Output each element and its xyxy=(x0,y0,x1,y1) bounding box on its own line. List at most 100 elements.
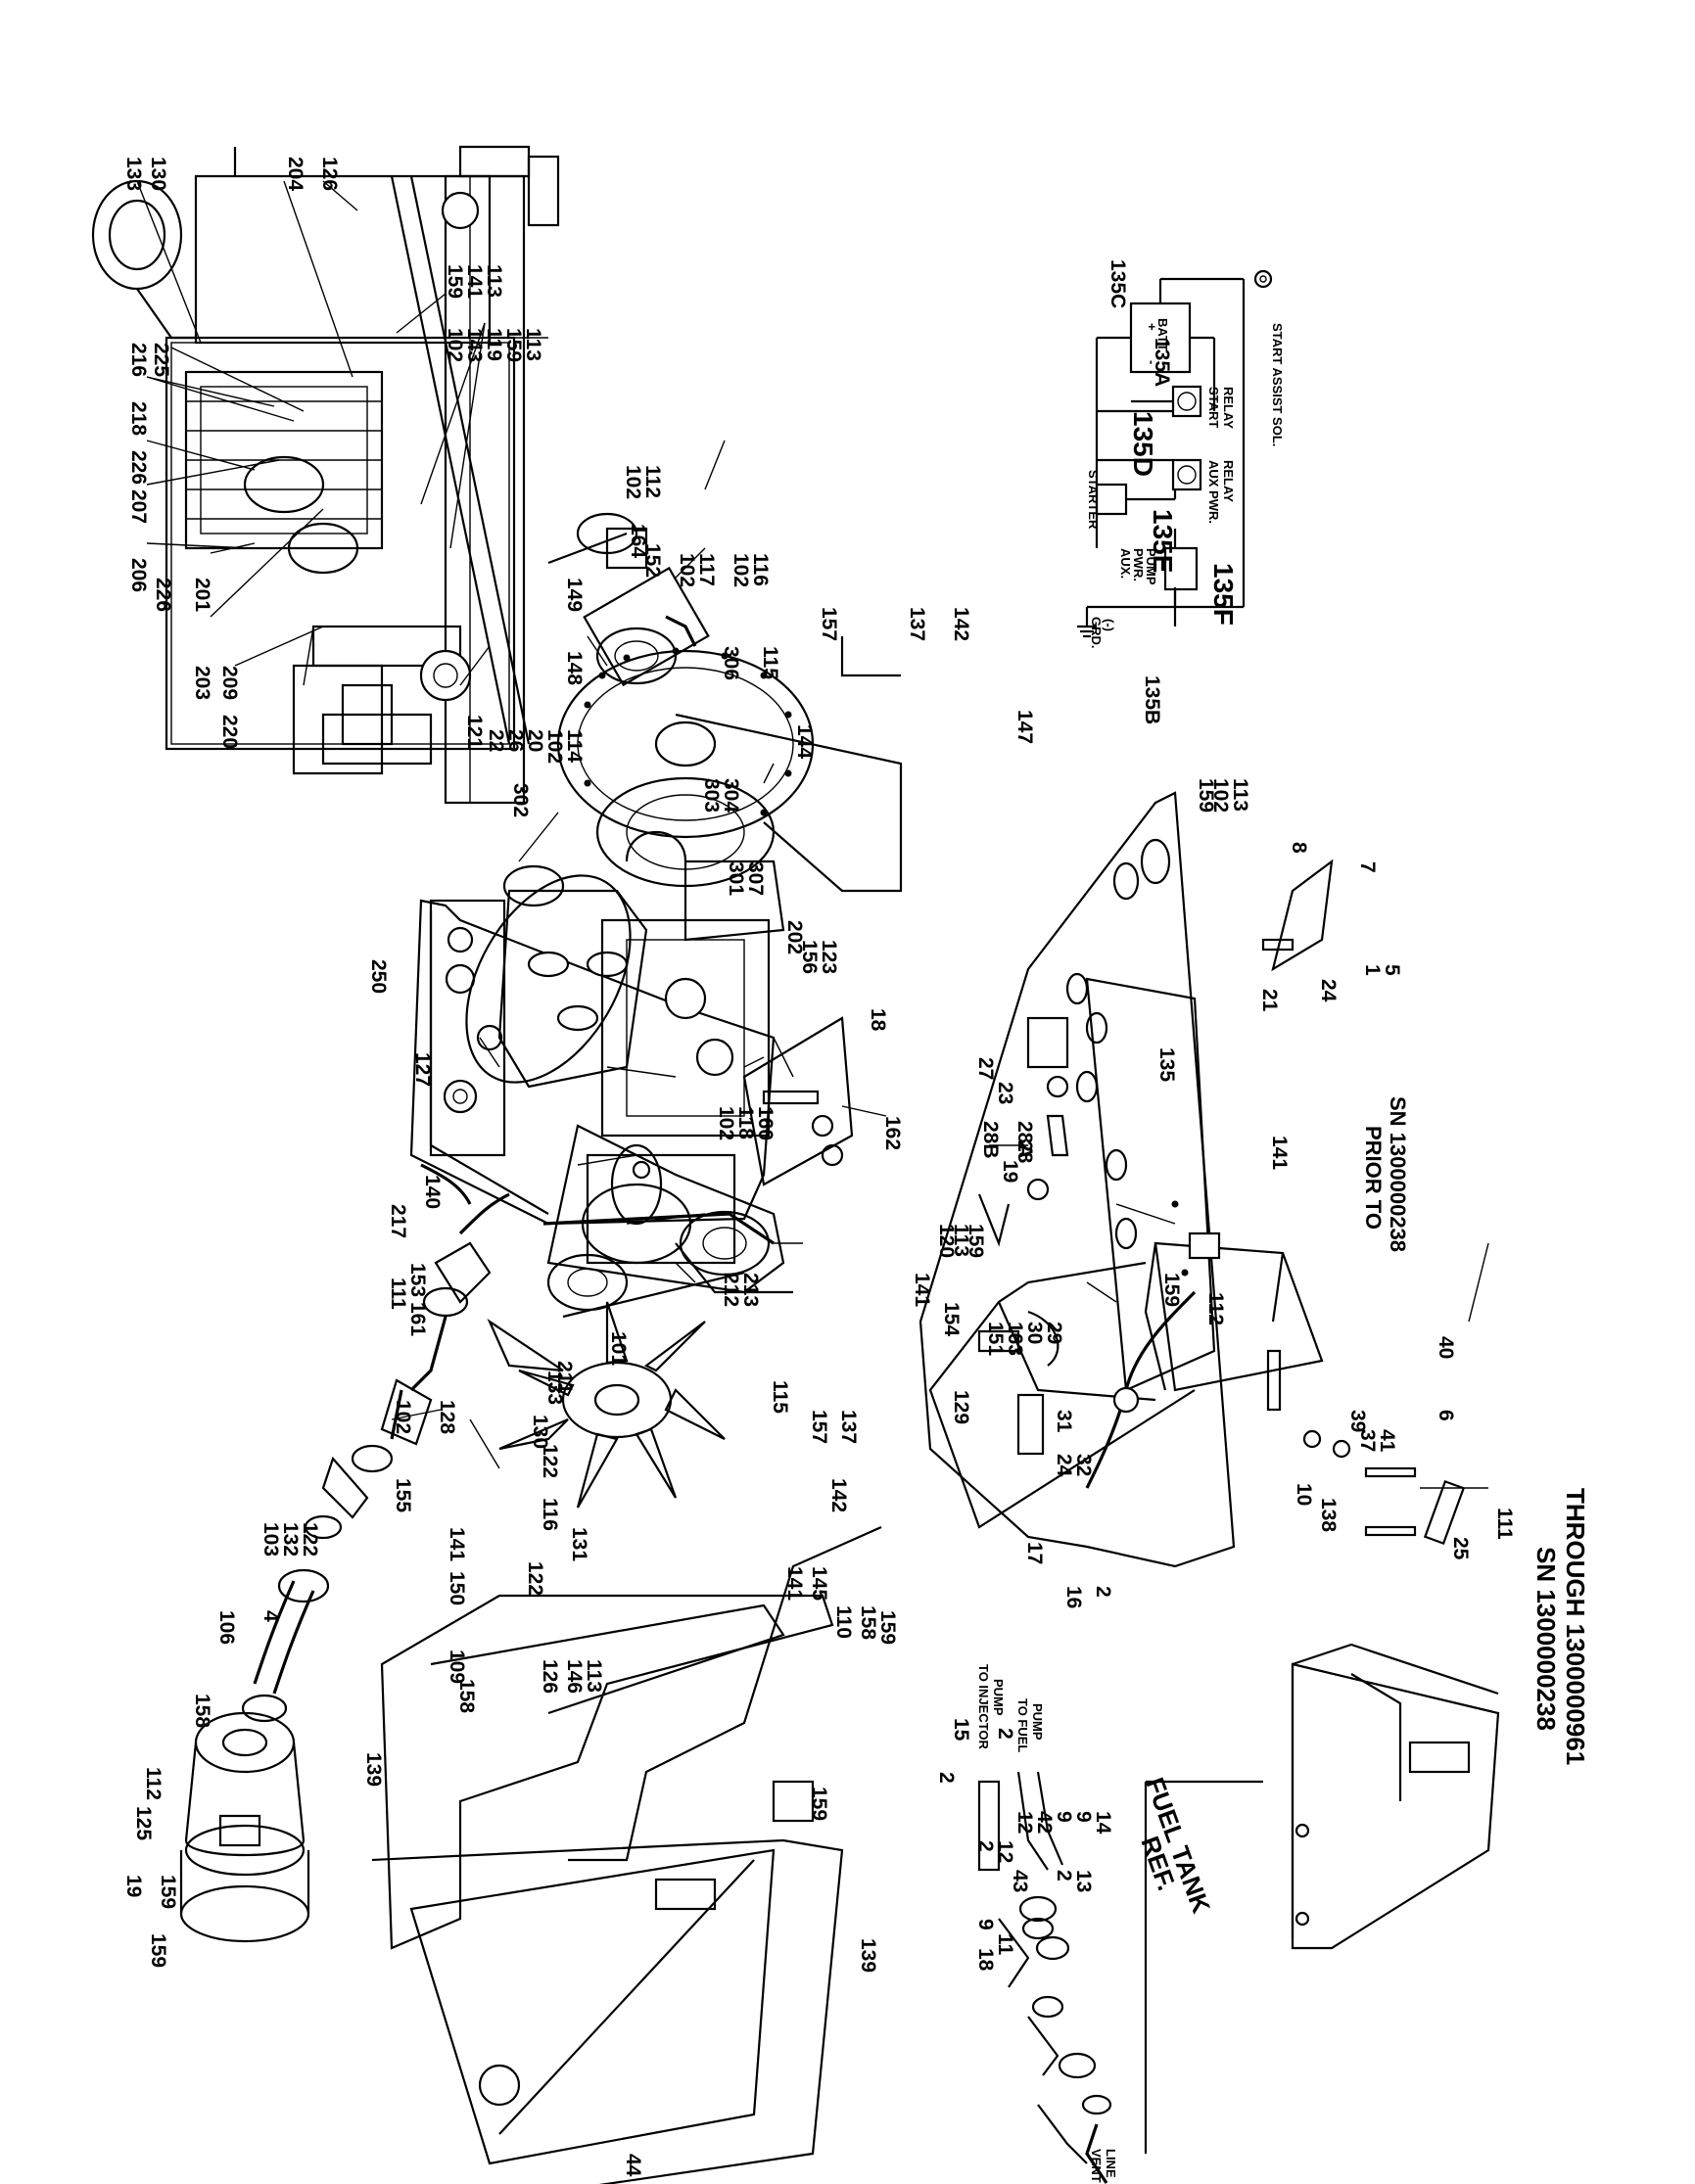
aux-relay-label-1: AUX PWR. xyxy=(1206,460,1221,524)
callout-148: 148 xyxy=(563,651,586,685)
callout-111: 111 xyxy=(1493,1508,1516,1540)
callout-109: 109 xyxy=(446,1650,468,1684)
wiring-schematic xyxy=(1077,269,1273,638)
battery-box-sn-range xyxy=(1291,1643,1500,1950)
grd-label-1: GRD. xyxy=(1089,617,1104,649)
callout-39: 39 xyxy=(1346,1410,1369,1432)
callout-135E: 135E xyxy=(1148,509,1178,573)
callout-133: 133 xyxy=(543,1371,566,1405)
callout-135: 135 xyxy=(1155,1047,1178,1082)
callout-159: 159 xyxy=(147,1933,169,1968)
callout-141: 141 xyxy=(783,1566,806,1601)
callout-211: 211 xyxy=(553,1361,576,1394)
callout-leaders xyxy=(391,440,1489,1489)
engine-mount-plate xyxy=(918,791,1236,1568)
callout-131: 131 xyxy=(568,1527,590,1561)
flywheel-housing xyxy=(556,647,815,888)
callout-162: 162 xyxy=(881,1116,904,1150)
callout-20: 20 xyxy=(524,729,546,752)
callout-18: 18 xyxy=(867,1008,889,1032)
callout-128: 128 xyxy=(436,1400,458,1434)
callout-116: 116 xyxy=(749,553,772,586)
callout-114: 114 xyxy=(563,729,586,763)
callout-143: 143 xyxy=(463,328,486,362)
callout-27: 27 xyxy=(974,1057,997,1080)
callout-17: 17 xyxy=(1023,1542,1046,1564)
callout-102: 102 xyxy=(676,553,698,587)
callout-141: 141 xyxy=(911,1273,933,1307)
radiator-fan xyxy=(487,1301,726,1509)
callout-158: 158 xyxy=(455,1679,478,1713)
callout-113: 113 xyxy=(1229,778,1251,812)
text-labels: START ASSIST SOL. BATT. + - START RELAY … xyxy=(976,318,1590,2183)
callout-133: 133 xyxy=(122,157,145,191)
callout-7: 7 xyxy=(1356,861,1379,873)
callout-127: 127 xyxy=(411,1052,434,1087)
callout-15: 15 xyxy=(950,1718,972,1742)
callout-122: 122 xyxy=(299,1522,321,1557)
callout-159: 159 xyxy=(876,1610,899,1645)
radiator-shroud xyxy=(371,1525,882,2184)
callout-8: 8 xyxy=(1288,842,1310,854)
callout-307: 307 xyxy=(744,861,767,896)
callout-9: 9 xyxy=(1072,1811,1095,1823)
callout-28: 28 xyxy=(1013,1140,1036,1164)
prior-to-label-1: PRIOR TO xyxy=(1361,1126,1386,1230)
callout-149: 149 xyxy=(563,578,586,612)
callout-19: 19 xyxy=(122,1875,145,1897)
callout-226: 226 xyxy=(152,578,174,612)
callout-21: 21 xyxy=(1258,989,1281,1012)
callout-146: 146 xyxy=(563,1659,586,1694)
battery-box xyxy=(928,1231,1324,1529)
callout-164: 164 xyxy=(627,524,649,558)
to-fuel-label-2: PUMP xyxy=(1030,1703,1045,1741)
callout-226: 226 xyxy=(127,450,150,485)
callout-13: 13 xyxy=(1072,1870,1095,1892)
callout-10: 10 xyxy=(1293,1483,1315,1506)
callout-137: 137 xyxy=(906,607,928,641)
callout-102: 102 xyxy=(730,553,752,587)
callout-141: 141 xyxy=(1268,1136,1291,1170)
callout-201: 201 xyxy=(191,578,213,612)
callout-6: 6 xyxy=(1435,1410,1457,1421)
callout-157: 157 xyxy=(808,1410,830,1444)
callout-218: 218 xyxy=(127,401,150,436)
callout-19: 19 xyxy=(999,1160,1021,1183)
callout-137: 137 xyxy=(837,1410,860,1444)
callout-160: 160 xyxy=(754,1106,777,1140)
callout-154: 154 xyxy=(940,1302,963,1336)
callout-303: 303 xyxy=(700,778,723,813)
callout-37: 37 xyxy=(1356,1429,1379,1452)
callout-225: 225 xyxy=(150,343,172,377)
callout-126: 126 xyxy=(539,1659,561,1694)
callout-159: 159 xyxy=(808,1787,830,1821)
callout-113: 113 xyxy=(522,328,544,361)
callout-153: 153 xyxy=(406,1263,429,1297)
callout-43: 43 xyxy=(1009,1870,1031,1892)
callout-117: 117 xyxy=(695,553,718,586)
callout-2: 2 xyxy=(974,1840,997,1852)
callout-150: 150 xyxy=(446,1571,468,1605)
callout-102: 102 xyxy=(715,1106,737,1140)
callout-112: 112 xyxy=(142,1767,165,1800)
callout-32: 32 xyxy=(1072,1454,1095,1476)
callout-120: 120 xyxy=(935,1224,958,1258)
engine-top-view-leaders xyxy=(136,180,491,686)
callout-207: 207 xyxy=(127,489,150,524)
callout-250: 250 xyxy=(367,959,390,994)
callout-126: 126 xyxy=(318,157,341,191)
callout-115: 115 xyxy=(759,646,781,679)
callout-159: 159 xyxy=(1195,778,1217,813)
callout-31: 31 xyxy=(1053,1410,1075,1433)
callout-156: 156 xyxy=(798,940,821,974)
callout-111: 111 xyxy=(387,1278,409,1310)
callout-113: 113 xyxy=(583,1659,605,1693)
start-relay-label-1: START xyxy=(1206,387,1221,428)
batt-label: BATT. xyxy=(1155,318,1170,353)
callout-28B: 28B xyxy=(979,1121,1002,1159)
callout-220: 220 xyxy=(218,715,241,749)
batt-minus: - xyxy=(1145,360,1159,364)
callout-30: 30 xyxy=(1023,1322,1046,1344)
callout-12: 12 xyxy=(994,1840,1016,1863)
